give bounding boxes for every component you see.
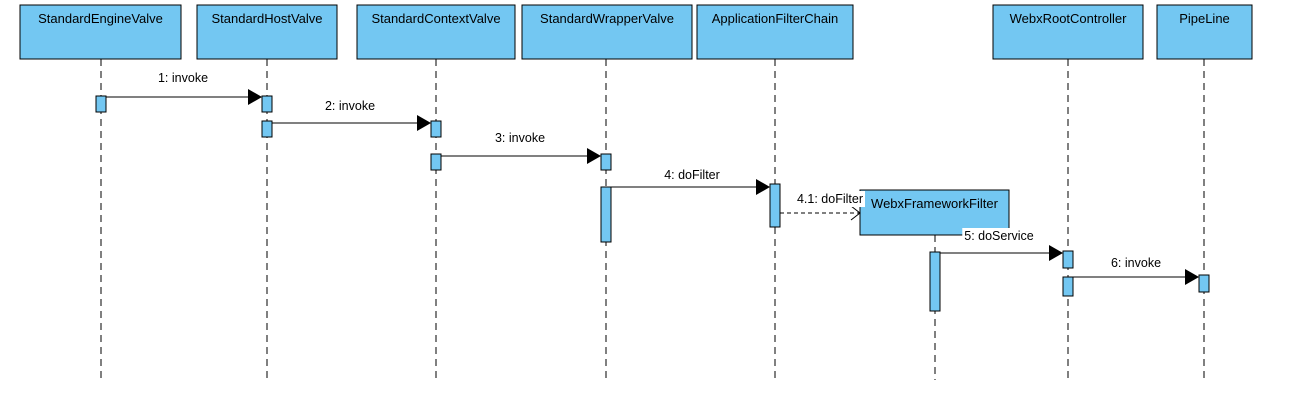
filled-arrowhead xyxy=(248,89,262,105)
lifeline-header: StandardContextValve xyxy=(356,4,516,60)
activation-bar xyxy=(1062,250,1074,269)
lifeline-label: StandardHostValve xyxy=(211,11,322,26)
activation-bar xyxy=(600,153,612,171)
open-arrowhead xyxy=(850,205,861,221)
activation-bar xyxy=(95,95,107,113)
filled-arrowhead xyxy=(417,115,431,131)
message-label: 2: invoke xyxy=(325,99,375,113)
lifeline-header: StandardWrapperValve xyxy=(521,4,693,60)
lifeline-pipeline: PipeLine xyxy=(1156,4,1253,380)
lifeline-chain: ApplicationFilterChain xyxy=(696,4,854,380)
message-label: 6: invoke xyxy=(1111,256,1161,270)
filled-arrowhead xyxy=(756,179,770,195)
message-2: 2: invoke xyxy=(272,99,431,131)
activation-bar xyxy=(929,251,941,312)
activation-bar xyxy=(600,186,612,243)
label-background xyxy=(962,228,1036,244)
filled-arrowhead xyxy=(587,148,601,164)
lifeline-header: ApplicationFilterChain xyxy=(696,4,854,60)
lifeline-host: StandardHostValve xyxy=(196,4,338,380)
message-5: 4.1: doFilter xyxy=(780,191,866,221)
activation-bar xyxy=(1062,276,1074,297)
activation-bar xyxy=(769,183,781,228)
lifeline-label: StandardWrapperValve xyxy=(540,11,674,26)
message-label: 4.1: doFilter xyxy=(797,192,863,206)
lifeline-label: WebxRootController xyxy=(1010,11,1127,26)
activation-bar xyxy=(261,95,273,113)
lifeline-wrapper: StandardWrapperValve xyxy=(521,4,693,380)
lifeline-engine: StandardEngineValve xyxy=(19,4,182,380)
activation-bar xyxy=(430,153,442,171)
lifeline-filter: WebxFrameworkFilter xyxy=(859,189,1010,380)
message-1: 1: invoke xyxy=(106,71,262,105)
activation-bar xyxy=(261,120,273,138)
activation-bar xyxy=(1198,274,1210,293)
lifeline-header: PipeLine xyxy=(1156,4,1253,60)
lifeline-label: PipeLine xyxy=(1179,11,1230,26)
message-3: 3: invoke xyxy=(441,131,601,164)
lifeline-label: WebxFrameworkFilter xyxy=(871,196,999,211)
lifeline-context: StandardContextValve xyxy=(356,4,516,380)
lifeline-header: StandardHostValve xyxy=(196,4,338,60)
lifeline-header: WebxFrameworkFilter xyxy=(859,189,1010,236)
message-label: 5: doService xyxy=(964,229,1034,243)
message-label: 3: invoke xyxy=(495,131,545,145)
message-6: 5: doService xyxy=(940,228,1063,261)
filled-arrowhead xyxy=(1049,245,1063,261)
lifeline-header: StandardEngineValve xyxy=(19,4,182,60)
message-label: 4: doFilter xyxy=(664,168,720,182)
message-7: 6: invoke xyxy=(1073,256,1199,285)
lifeline-header: WebxRootController xyxy=(992,4,1144,60)
filled-arrowhead xyxy=(1185,269,1199,285)
lifeline-label: StandardEngineValve xyxy=(38,11,163,26)
activation-bar xyxy=(430,120,442,138)
lifeline-label: ApplicationFilterChain xyxy=(712,11,838,26)
lifeline-controller: WebxRootController xyxy=(992,4,1144,380)
label-background xyxy=(794,191,866,207)
lifeline-label: StandardContextValve xyxy=(371,11,500,26)
message-4: 4: doFilter xyxy=(611,168,770,195)
message-label: 1: invoke xyxy=(158,71,208,85)
